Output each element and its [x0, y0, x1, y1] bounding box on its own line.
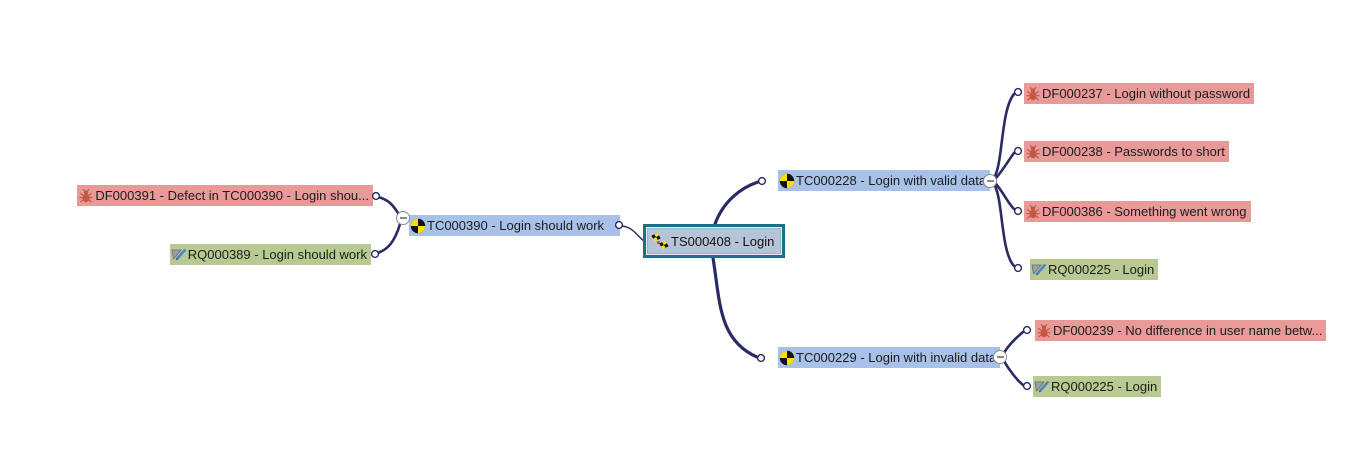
node-label: RQ000225 - Login [1048, 262, 1155, 277]
connector-endpoint [757, 176, 767, 186]
connector-endpoint [1013, 206, 1023, 216]
collapse-button-left-cluster[interactable] [396, 211, 410, 225]
node-label: RQ000225 - Login [1051, 379, 1158, 394]
test-case-icon [779, 173, 795, 189]
connector-curve [713, 180, 760, 226]
node-label: TC000228 - Login with valid data [796, 173, 987, 188]
node-label: TS000408 - Login [671, 233, 775, 249]
bug-icon [1025, 86, 1041, 102]
connector-curve [1002, 330, 1025, 355]
bug-icon [1036, 323, 1052, 339]
node-DF000391[interactable]: DF000391 - Defect in TC000390 - Login sh… [77, 185, 373, 206]
node-DF000237[interactable]: DF000237 - Login without password [1024, 83, 1255, 104]
node-TC000228[interactable]: TC000228 - Login with valid data [778, 170, 991, 191]
connector-curve [993, 184, 1016, 268]
test-suite-icon [651, 232, 669, 250]
node-label: RQ000389 - Login should work [187, 247, 367, 262]
node-RQ000225[interactable]: RQ000225 - Login [1033, 376, 1162, 397]
bug-icon [1025, 144, 1041, 160]
node-TS000408-selected[interactable]: TS000408 - Login [643, 224, 786, 258]
node-RQ000225[interactable]: RQ000225 - Login [1030, 259, 1159, 280]
node-DF000238[interactable]: DF000238 - Passwords to short [1024, 141, 1229, 162]
node-TC000390[interactable]: TC000390 - Login should work [409, 215, 620, 236]
node-TS000408-body: TS000408 - Login [647, 228, 782, 254]
node-TC000229[interactable]: TC000229 - Login with invalid data [778, 347, 1001, 368]
node-label: DF000391 - Defect in TC000390 - Login sh… [95, 188, 369, 203]
node-RQ000389[interactable]: RQ000389 - Login should work [169, 244, 371, 265]
connector-endpoint [1022, 381, 1032, 391]
node-label: TC000390 - Login should work [427, 218, 605, 233]
connector-curve [376, 195, 400, 215]
bug-icon [1025, 204, 1041, 220]
node-DF000239[interactable]: DF000239 - No difference in user name be… [1035, 320, 1327, 341]
node-label: TC000229 - Login with invalid data [796, 350, 997, 365]
test-case-icon [779, 350, 795, 366]
requirement-icon [171, 247, 187, 263]
connector-endpoint [1013, 87, 1023, 97]
connector-curve [711, 256, 759, 359]
connector-endpoint [371, 191, 381, 201]
collapse-button-tc000228-children[interactable] [983, 174, 997, 188]
bug-icon [78, 188, 94, 204]
connector-endpoint [756, 353, 766, 363]
connector-curve [993, 92, 1016, 178]
connector-curve [994, 151, 1016, 180]
connector-curve [994, 182, 1016, 211]
connector-endpoint [1013, 146, 1023, 156]
requirement-icon [1034, 379, 1050, 395]
requirement-icon [1031, 262, 1047, 278]
node-DF000386[interactable]: DF000386 - Something went wrong [1024, 201, 1251, 222]
connector-endpoint [370, 249, 380, 259]
connector-curve [1002, 359, 1025, 387]
node-label: DF000237 - Login without password [1042, 86, 1251, 101]
node-label: DF000386 - Something went wrong [1042, 204, 1247, 219]
node-label: DF000239 - No difference in user name be… [1053, 323, 1323, 338]
connector-endpoint [1022, 325, 1032, 335]
collapse-button-tc000229-children[interactable] [993, 350, 1007, 364]
connector-endpoint [1013, 263, 1023, 273]
connector-curve [375, 222, 402, 255]
node-label: DF000238 - Passwords to short [1042, 144, 1225, 159]
connector-curve [621, 225, 645, 242]
test-case-icon [410, 218, 426, 234]
